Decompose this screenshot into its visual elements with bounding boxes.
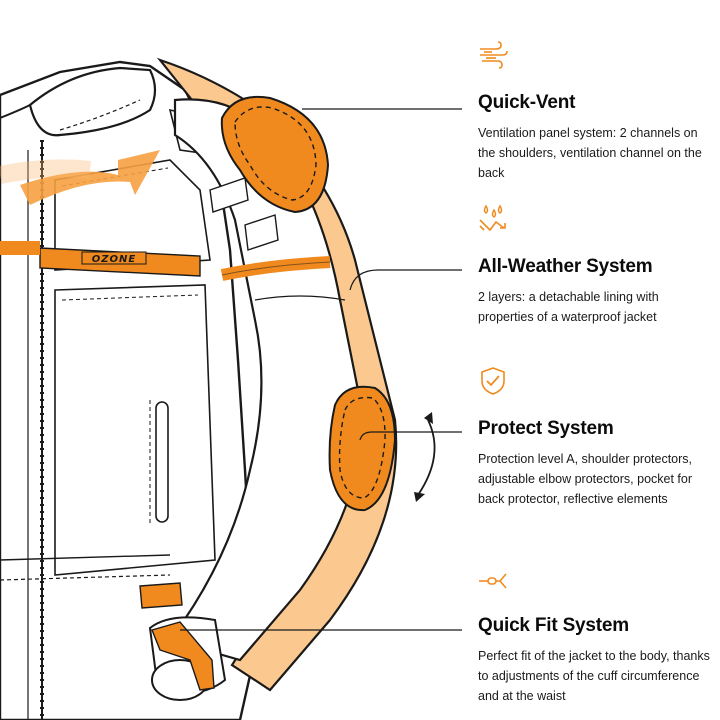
feature-quick-vent: Quick-Vent Ventilation panel system: 2 c… bbox=[478, 40, 713, 183]
feature-description: Ventilation panel system: 2 channels on … bbox=[478, 126, 702, 180]
cuff-strap bbox=[151, 621, 215, 691]
shield-check-icon bbox=[481, 367, 505, 395]
collar bbox=[28, 66, 157, 137]
strap-adjust-icon bbox=[479, 573, 507, 589]
feature-description: Perfect fit of the jacket to the body, t… bbox=[478, 649, 710, 703]
feature-quick-fit: Quick Fit System Perfect fit of the jack… bbox=[478, 566, 713, 706]
feature-protect-system: Protect System Protection level A, shoul… bbox=[478, 366, 713, 509]
feature-title: Protect System bbox=[478, 418, 614, 439]
feature-all-weather: All-Weather System 2 layers: a detachabl… bbox=[478, 204, 713, 327]
feature-title: Quick Fit System bbox=[478, 615, 629, 636]
feature-title: Quick-Vent bbox=[478, 92, 576, 113]
weather-drops-icon bbox=[479, 204, 506, 232]
feature-description: Protection level A, shoulder protectors,… bbox=[478, 452, 693, 506]
wind-icon bbox=[480, 41, 508, 69]
callout-line-weather bbox=[349, 269, 462, 291]
pocket bbox=[155, 401, 169, 523]
elbow-protector bbox=[328, 385, 397, 512]
waist-strap bbox=[139, 582, 183, 609]
feature-title: All-Weather System bbox=[478, 256, 653, 277]
vent-arrow bbox=[20, 150, 160, 205]
elbow-adjust-arrow bbox=[417, 419, 436, 496]
feature-description: 2 layers: a detachable lining with prope… bbox=[478, 290, 659, 324]
brand-logo: OZONE bbox=[92, 254, 136, 265]
callout-line-protect bbox=[359, 431, 462, 441]
